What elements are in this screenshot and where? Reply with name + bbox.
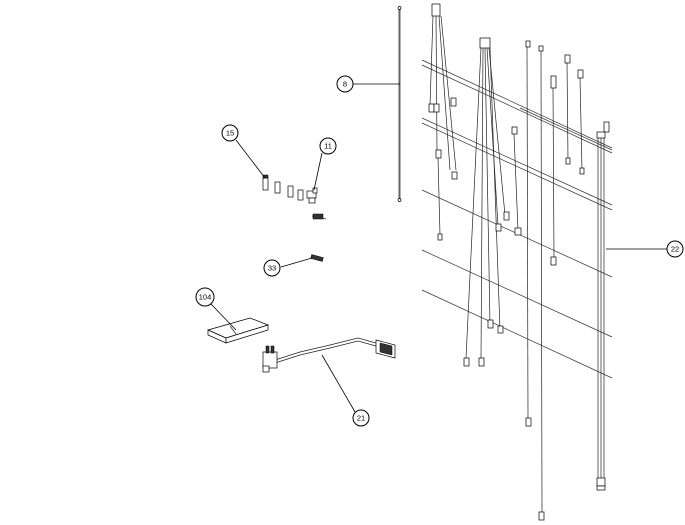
- wiring-harness: [428, 3, 585, 521]
- callout-22: 22: [666, 240, 684, 258]
- callout-21-label: 21: [357, 414, 365, 423]
- bracket-part-11: [306, 187, 327, 220]
- screw-part-33: [310, 254, 324, 262]
- callout-21: 21: [352, 409, 370, 427]
- callout-104-label: 104: [199, 293, 212, 302]
- wire-rod-part-8: [397, 6, 402, 202]
- vertical-tube-part-22: [596, 121, 610, 491]
- callout-11-label: 11: [324, 142, 332, 151]
- callout-33-label: 33: [268, 264, 276, 273]
- leader-lines: [210, 83, 667, 413]
- callout-104: 104: [195, 287, 215, 307]
- callout-15-label: 15: [226, 129, 234, 138]
- callout-8-label: 8: [343, 80, 347, 89]
- frame-rails: [421, 59, 613, 379]
- pad-block-part-104: [206, 317, 270, 344]
- callout-11: 11: [319, 137, 337, 155]
- clips-part-15: [262, 174, 304, 201]
- callout-33: 33: [263, 259, 281, 277]
- callout-8: 8: [336, 75, 354, 93]
- power-cord-part-21: [262, 337, 396, 373]
- callout-22-label: 22: [671, 245, 679, 254]
- callout-15: 15: [221, 124, 239, 142]
